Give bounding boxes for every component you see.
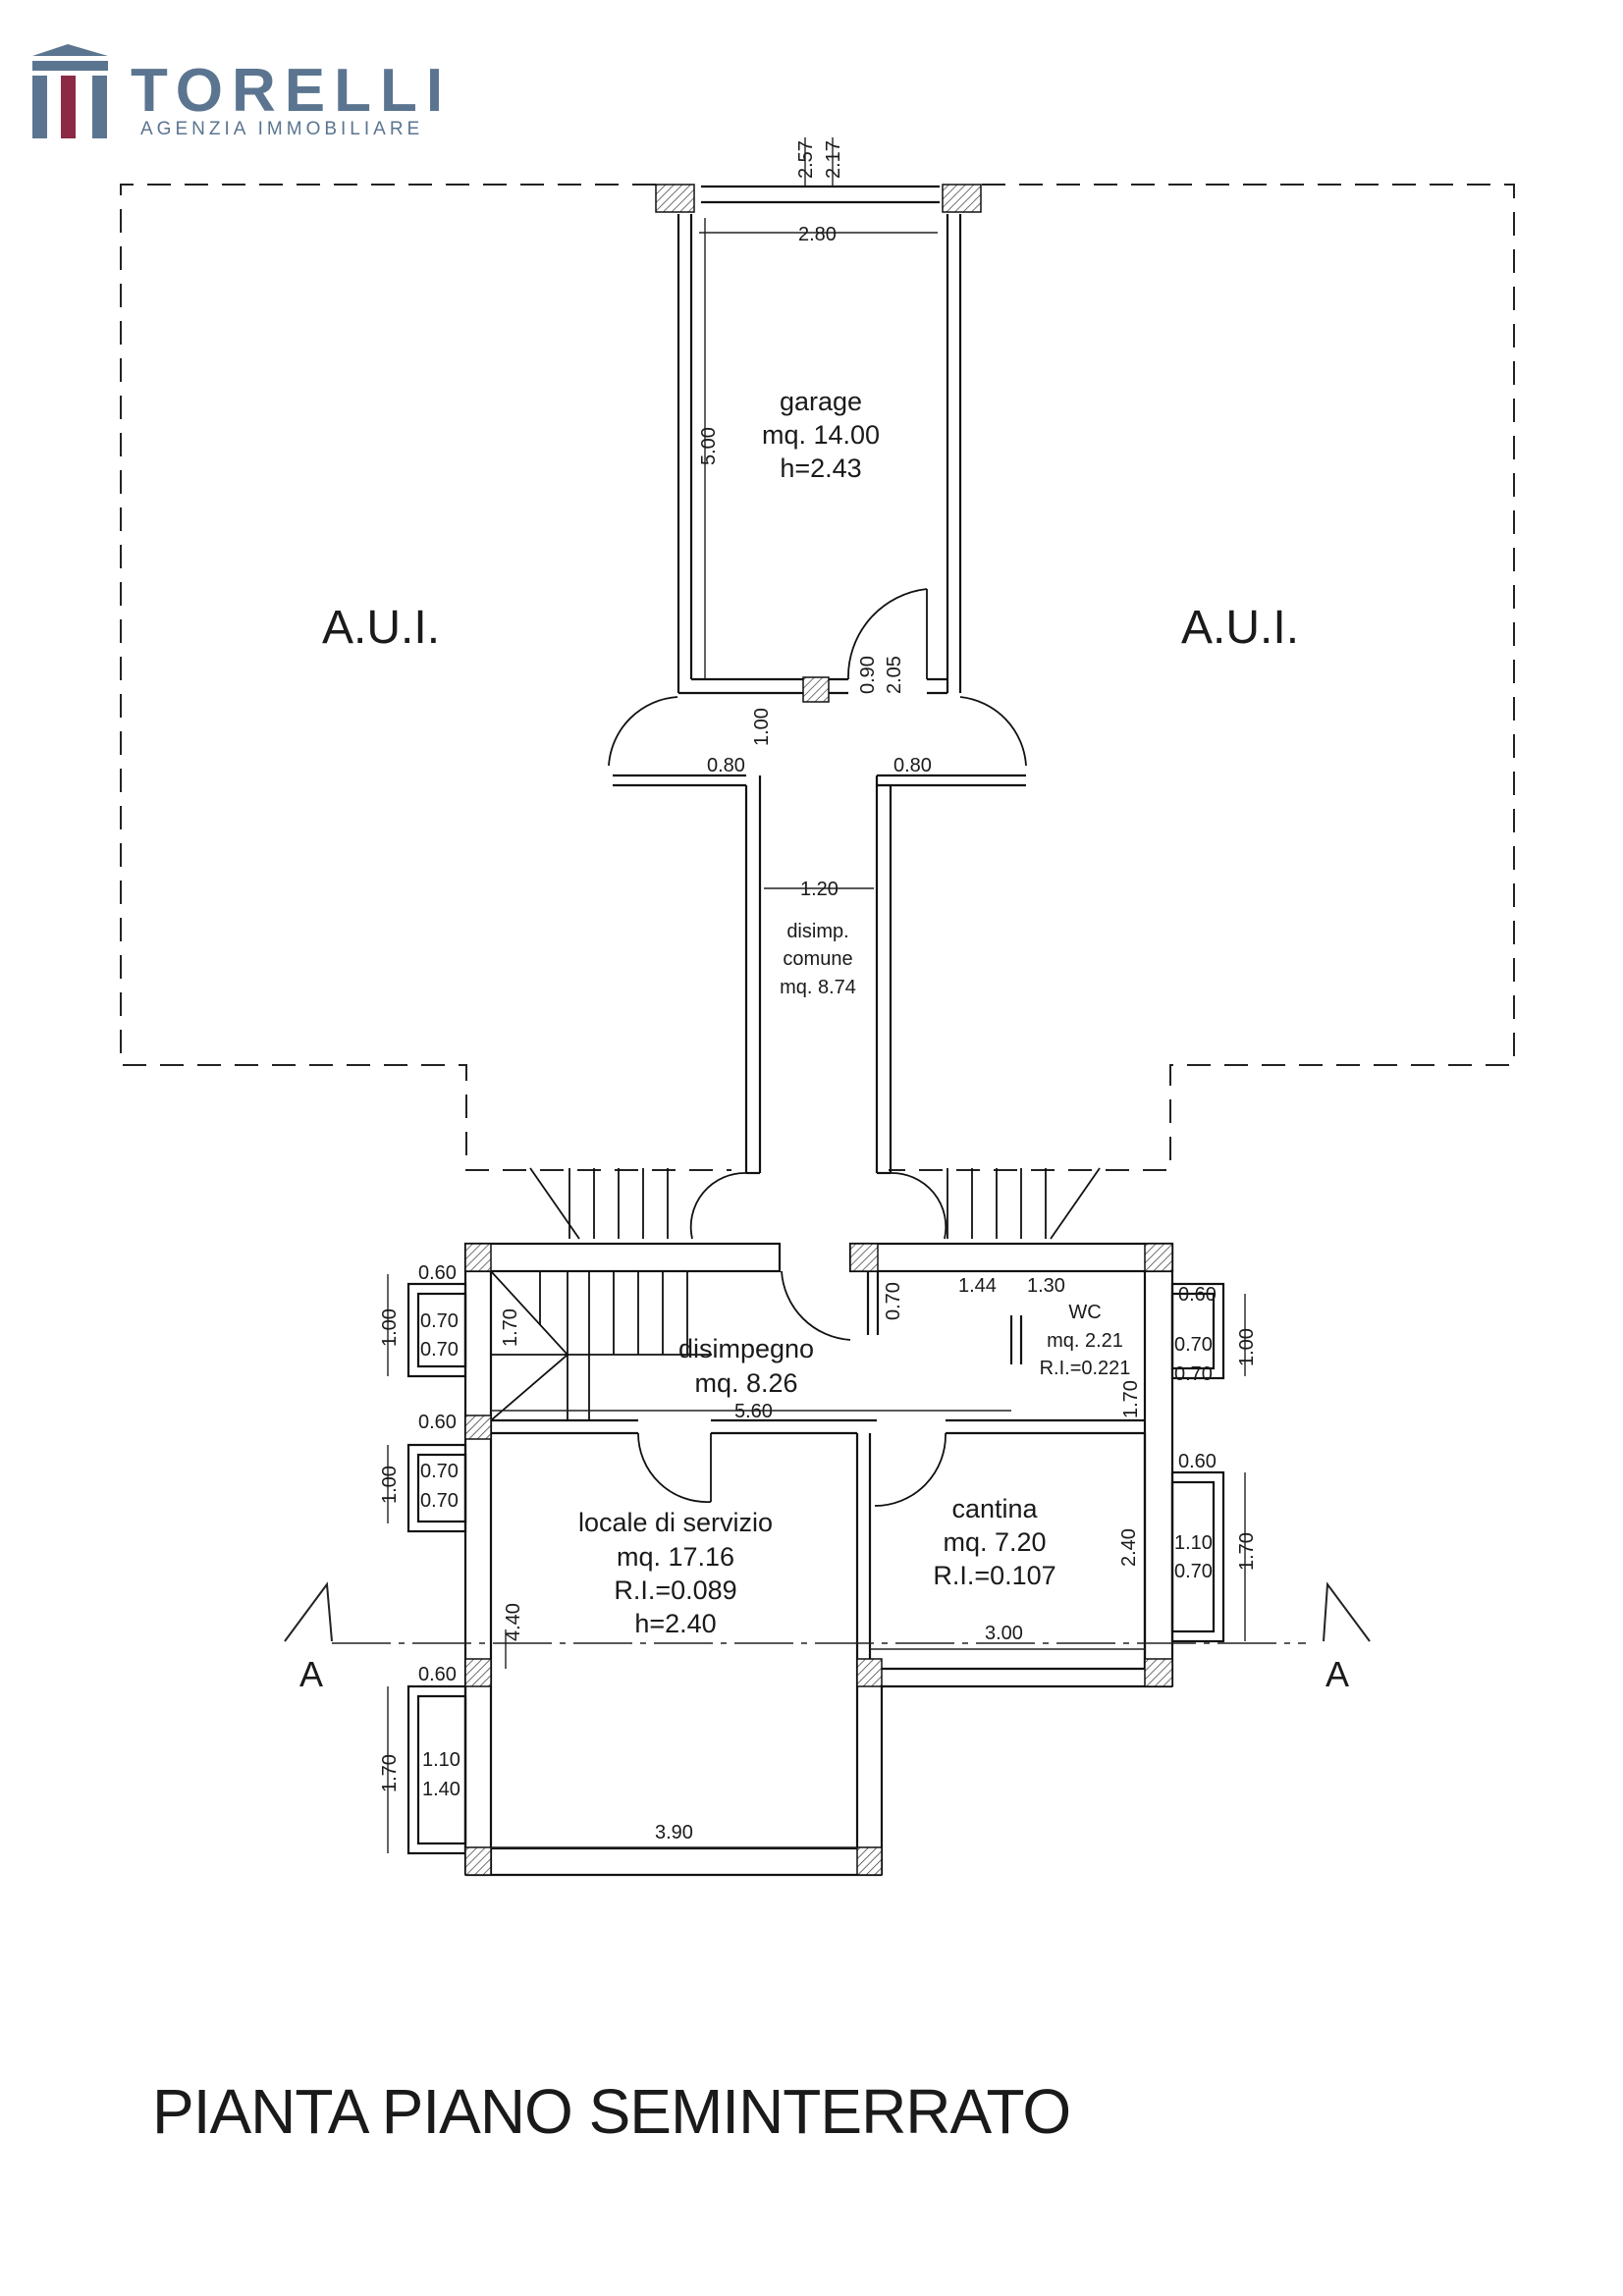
dim-window-2b: 0.70 [420,1490,459,1512]
dim-window-2-height: 1.00 [379,1466,401,1504]
dim-window-1-height: 1.00 [379,1308,401,1347]
logo-roof-icon [32,44,108,56]
dim-garage-width: 2.80 [798,224,837,245]
stairs [490,1167,1101,1421]
dim-window-5b: 1.40 [422,1779,460,1800]
dimension-lines [387,137,1246,1853]
dim-window-1a: 0.70 [420,1310,459,1332]
dim-window-3b: 0.70 [1174,1363,1213,1385]
dim-window-3: 0.60 [1178,1284,1217,1306]
dim-passage-width: 1.00 [751,708,773,746]
room-name: locale di servizio [578,1508,773,1537]
dim-top-b: 2.17 [823,140,844,179]
room-name: garage [780,387,862,416]
dim-144: 1.44 [958,1275,997,1297]
section-label-left: A [299,1654,323,1694]
dim-window-5a: 1.10 [422,1749,460,1771]
logo-column-right-icon [92,76,107,138]
dim-door-height: 2.05 [884,656,905,694]
dim-window-5: 0.60 [418,1664,457,1685]
dim-window-2: 0.60 [418,1412,457,1433]
room-wc: WC mq. 2.21 R.I.=0.221 [1040,1302,1131,1379]
pillars [464,184,1173,1876]
aui-boundary-right [889,184,1515,1171]
room-ri: R.I.=0.089 [614,1575,736,1605]
room-area: mq. 7.20 [943,1527,1046,1557]
aui-label-left: A.U.I. [322,602,440,654]
section-label-right: A [1325,1654,1349,1694]
room-area: mq. 2.21 [1047,1330,1123,1352]
logo-column-left-icon [32,76,47,138]
dim-390: 3.90 [655,1822,693,1843]
dim-window-4-height: 1.70 [1236,1532,1258,1571]
dim-window-2a: 0.70 [420,1461,459,1482]
section-line [284,1581,1371,1644]
dim-side-right: 0.80 [893,755,932,776]
dim-wc-height: 1.70 [1120,1380,1142,1418]
room-ri: R.I.=0.107 [933,1561,1055,1590]
dim-window-3-height: 1.00 [1236,1328,1258,1366]
dim-440: 4.40 [503,1603,524,1641]
dim-garage-length: 5.00 [698,427,720,465]
dim-stair: 1.70 [500,1308,521,1347]
room-area: mq. 8.26 [694,1368,797,1398]
room-locale-di-servizio: locale di servizio mq. 17.16 R.I.=0.089 … [578,1508,773,1638]
room-disimpegno: disimpegno mq. 8.26 [678,1334,814,1398]
brand-name: TORELLI [131,57,452,125]
room-name-line1: disimp. [786,921,848,942]
room-height: h=2.43 [780,454,861,483]
room-cantina: cantina mq. 7.20 R.I.=0.107 [933,1494,1055,1590]
dim-window-4: 0.60 [1178,1451,1217,1472]
aui-boundary-left [120,184,731,1171]
dim-window-1b: 0.70 [420,1339,459,1361]
dim-window-5-height: 1.70 [379,1754,401,1792]
dim-window-3a: 0.70 [1174,1334,1213,1356]
dim-window-4b: 0.70 [1174,1561,1213,1582]
room-ri: R.I.=0.221 [1040,1358,1131,1379]
room-disimp-comune: disimp. comune mq. 8.74 [780,921,856,998]
plan-title: PIANTA PIANO SEMINTERRATO [152,2076,1070,2147]
room-area: mq. 17.16 [617,1542,734,1572]
room-area: mq. 14.00 [762,420,880,450]
dim-corridor-width: 1.20 [800,879,839,900]
torelli-logo: TORELLI AGENZIA IMMOBILIARE [32,44,452,139]
room-name: disimpegno [678,1334,814,1363]
dim-cantina-height: 2.40 [1118,1528,1140,1567]
room-name: cantina [951,1494,1038,1523]
brand-subtitle: AGENZIA IMMOBILIARE [140,119,423,139]
room-garage: garage mq. 14.00 h=2.43 [762,387,880,483]
dim-560: 5.60 [734,1401,773,1422]
dimension-labels: 2.57 2.17 2.80 5.00 0.90 2.05 1.00 0.80 … [379,140,1258,1843]
dim-side-left: 0.80 [707,755,745,776]
logo-bar-icon [32,61,108,71]
dim-130: 1.30 [1027,1275,1065,1297]
room-height: h=2.40 [634,1609,716,1638]
aui-boundaries [120,184,1515,1171]
dim-300: 3.00 [985,1623,1023,1644]
room-area: mq. 8.74 [780,977,856,998]
room-name-line2: comune [783,948,852,970]
logo-column-center-icon [61,76,76,138]
room-name: WC [1068,1302,1101,1323]
aui-label-right: A.U.I. [1181,602,1299,654]
doors [608,588,1027,1507]
dim-door-width: 0.90 [857,656,879,694]
dim-window-1: 0.60 [418,1262,457,1284]
dim-window-4a: 1.10 [1174,1532,1213,1554]
dim-top-a: 2.57 [795,140,817,179]
dim-070: 0.70 [883,1282,904,1320]
